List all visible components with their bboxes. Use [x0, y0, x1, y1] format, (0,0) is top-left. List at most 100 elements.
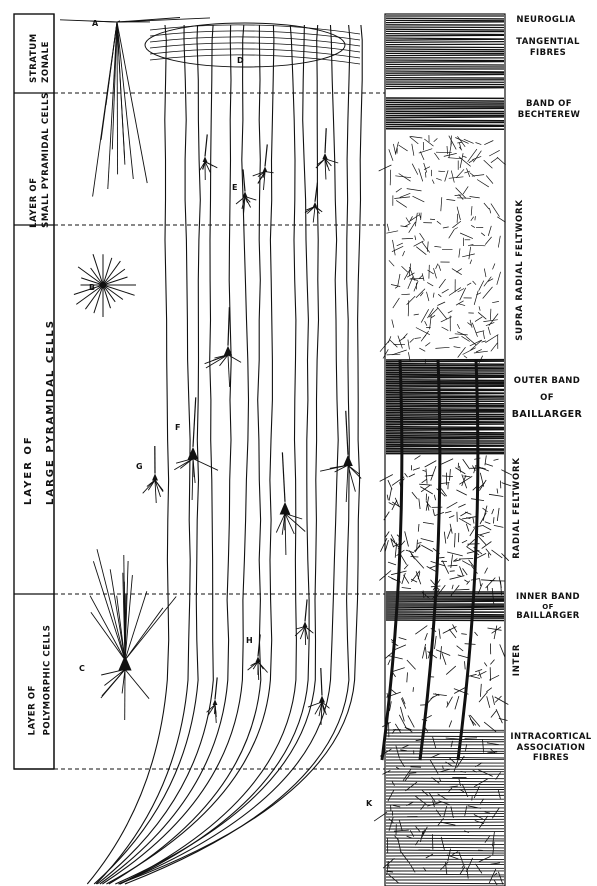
- nerve-fibre: [87, 25, 168, 884]
- axon: [313, 207, 315, 223]
- band-line: [386, 418, 504, 419]
- layer-label-line: LAYER OF: [24, 319, 34, 505]
- cell-body: [263, 166, 268, 172]
- nerve-fibre: [120, 25, 297, 884]
- band-line: [386, 434, 504, 435]
- basal-dendrite: [101, 669, 125, 698]
- band-line: [386, 377, 504, 378]
- nerve-fibre: [120, 25, 309, 884]
- apical-dendrite: [305, 599, 307, 621]
- feltwork-stroke: [436, 152, 452, 153]
- nerve-fibre: [115, 25, 318, 884]
- band-line: [386, 409, 504, 410]
- label-line: INTRACORTICAL: [510, 732, 591, 743]
- label-line: INNER BAND: [516, 592, 580, 603]
- band-line: [386, 18, 504, 19]
- branch: [117, 22, 133, 179]
- dendrite: [103, 285, 135, 295]
- label-outer-band-baillarger: OUTER BAND OF BAILLARGER: [512, 376, 583, 421]
- axon: [228, 356, 230, 388]
- zonale-loop: [145, 23, 345, 67]
- basal-dendrite: [193, 459, 218, 471]
- band-line: [386, 47, 504, 48]
- vertical-fibres: [87, 23, 362, 884]
- neuron: [305, 183, 322, 223]
- label-line: TANGENTIAL: [516, 37, 580, 48]
- band-line: [386, 753, 504, 754]
- layer-label-line: LARGE PYRAMIDAL CELLS: [46, 319, 56, 505]
- label-line: BAILLARGER: [516, 611, 580, 622]
- label-line: BAILLARGER: [512, 409, 583, 421]
- cell-letter-a: A: [92, 20, 98, 28]
- cell-body: [303, 621, 308, 627]
- band-line: [386, 62, 504, 63]
- cell-letter-c: C: [79, 665, 85, 673]
- feltwork-stroke: [451, 136, 452, 146]
- band-line: [386, 416, 504, 417]
- band-line: [386, 620, 504, 621]
- band-line: [386, 789, 504, 790]
- band-line: [386, 102, 504, 103]
- label-line: FIBRES: [516, 48, 580, 59]
- cell-body: [213, 699, 218, 705]
- feltwork-stroke: [450, 571, 455, 572]
- feltwork-stroke: [475, 216, 476, 220]
- feltwork-stroke: [457, 198, 471, 199]
- feltwork-stroke: [413, 687, 414, 692]
- cell-body: [203, 156, 208, 162]
- band-line: [386, 784, 504, 785]
- feltwork-stroke: [490, 309, 491, 320]
- apical-dendrite: [193, 397, 196, 447]
- neuron: [320, 411, 361, 502]
- cell-body: [343, 455, 353, 466]
- band-line: [386, 120, 504, 121]
- basal-dendrite: [265, 172, 274, 173]
- basal-dendrite: [125, 669, 149, 698]
- label-supra-radial-feltwork: SUPRA RADIAL FELTWORK: [516, 199, 525, 341]
- band-line: [386, 399, 504, 400]
- layer-label-line: LAYER OF: [29, 625, 38, 736]
- band-line: [386, 29, 504, 30]
- band-line: [386, 432, 504, 433]
- dendrite: [103, 285, 111, 308]
- cell-letter-g: G: [136, 463, 143, 471]
- band-line: [386, 55, 504, 56]
- label-radial-feltwork: RADIAL FELTWORK: [513, 457, 522, 558]
- band-line: [386, 108, 504, 109]
- label-line: INTER: [513, 644, 522, 676]
- neuron: [276, 452, 305, 555]
- band-line: [386, 802, 504, 803]
- feltwork-stroke: [390, 170, 391, 186]
- band-line: [386, 71, 504, 72]
- branch: [97, 549, 125, 660]
- band-line: [386, 389, 504, 390]
- basal-dendrite: [285, 514, 305, 532]
- apical-dendrite: [265, 144, 267, 166]
- dendrite: [94, 285, 103, 313]
- band-line: [386, 42, 504, 43]
- label-line: FIBRES: [510, 753, 591, 764]
- neuron-c-tree: [90, 549, 176, 660]
- band-line: [386, 438, 504, 439]
- band-line: [386, 795, 504, 796]
- branch: [124, 582, 125, 660]
- layer-label-line: POLYMORPHIC CELLS: [43, 625, 52, 736]
- cell-letter-f: F: [175, 424, 180, 432]
- neuron-cells: [60, 18, 361, 726]
- axon: [346, 466, 348, 502]
- tangential-fibre: [150, 55, 360, 64]
- apical-dendrite: [282, 452, 285, 502]
- band-line: [386, 39, 504, 40]
- feltwork-stroke: [402, 238, 413, 239]
- cell-body: [322, 153, 327, 159]
- band-line: [386, 373, 504, 374]
- cell-body: [280, 502, 291, 515]
- layer-label-small-pyramidal: LAYER OF SMALL PYRAMIDAL CELLS: [30, 92, 50, 228]
- label-inter: INTER: [513, 644, 522, 676]
- label-line: NEUROGLIA: [516, 15, 575, 26]
- band-line: [386, 64, 504, 65]
- layer-label-line: STRATUM: [30, 33, 39, 83]
- label-line: BAND OF: [518, 99, 581, 110]
- apical-dendrite: [228, 307, 229, 346]
